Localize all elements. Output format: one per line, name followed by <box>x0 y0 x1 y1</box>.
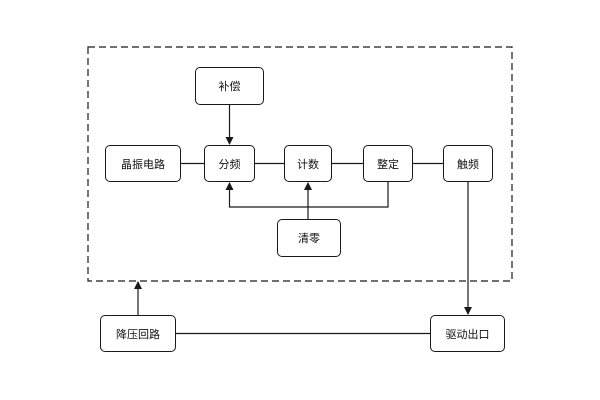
node-zhengding: 整定 <box>363 145 413 182</box>
node-fenpin: 分频 <box>204 145 255 182</box>
arrow-zhengding-feedback-to-fenpin <box>225 182 389 208</box>
node-chupin: 触频 <box>443 145 493 182</box>
node-qingling: 清零 <box>277 219 341 257</box>
module-boundary <box>87 46 513 282</box>
node-jiangya-circuit: 降压回路 <box>100 315 176 352</box>
node-buchang: 补偿 <box>195 67 264 105</box>
node-qudong-output: 驱动出口 <box>430 315 505 352</box>
node-jingzhen-circuit: 晶振电路 <box>105 145 181 182</box>
node-jishu: 计数 <box>284 145 332 182</box>
